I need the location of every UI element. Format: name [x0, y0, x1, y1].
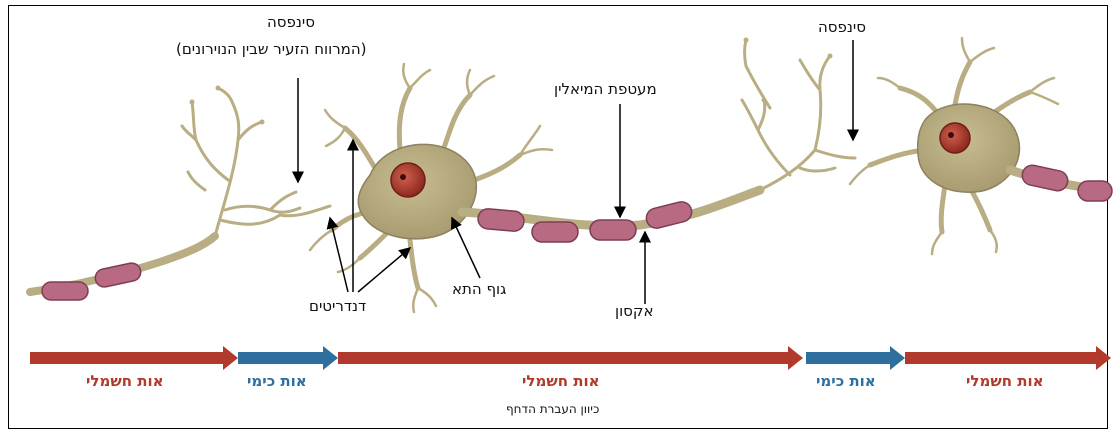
signal-label-electrical: אות חשמלי [86, 372, 164, 390]
signal-arrow-electrical [905, 346, 1111, 370]
nucleus [391, 163, 425, 197]
axon-label: אקסון [615, 302, 654, 320]
myelin-segment [1020, 163, 1069, 192]
signal-arrow-chemical [806, 346, 905, 370]
synapse-left-label: סינפסה [267, 13, 315, 31]
myelin-segment [1078, 181, 1112, 201]
signal-arrow-electrical [30, 346, 238, 370]
middle-neuron [310, 38, 855, 313]
nucleus [940, 123, 970, 153]
synapse-right-label: סינפסה [818, 18, 866, 36]
myelin-segment [477, 208, 525, 232]
myelin-segment [532, 222, 578, 242]
right-neuron [850, 38, 1112, 254]
signal-label-chemical: אות כימי [247, 372, 307, 390]
myelin-segment [590, 220, 636, 240]
myelin-sheath-label: מעטפת המיאלין [554, 80, 657, 98]
signal-arrow-electrical [338, 346, 803, 370]
signal-label-chemical: אות כימי [816, 372, 876, 390]
myelin-segment [644, 200, 693, 231]
myelin-segment [42, 282, 88, 300]
left-neuron-terminal [30, 86, 330, 301]
cell-body-label: גוף התא [452, 280, 506, 298]
signal-arrow-chemical [238, 346, 338, 370]
signal-label-electrical: אות חשמלי [522, 372, 600, 390]
signal-label-electrical: אות חשמלי [966, 372, 1044, 390]
dendrites-label: דנדריטים [309, 297, 366, 315]
synapse-left-description: (המרווח הזעיר שבין הנוירונים) [176, 40, 367, 58]
signal-arrows [30, 346, 1111, 370]
direction-caption: כיוון העברת הדחף [506, 402, 599, 416]
myelin-segment [94, 261, 143, 288]
